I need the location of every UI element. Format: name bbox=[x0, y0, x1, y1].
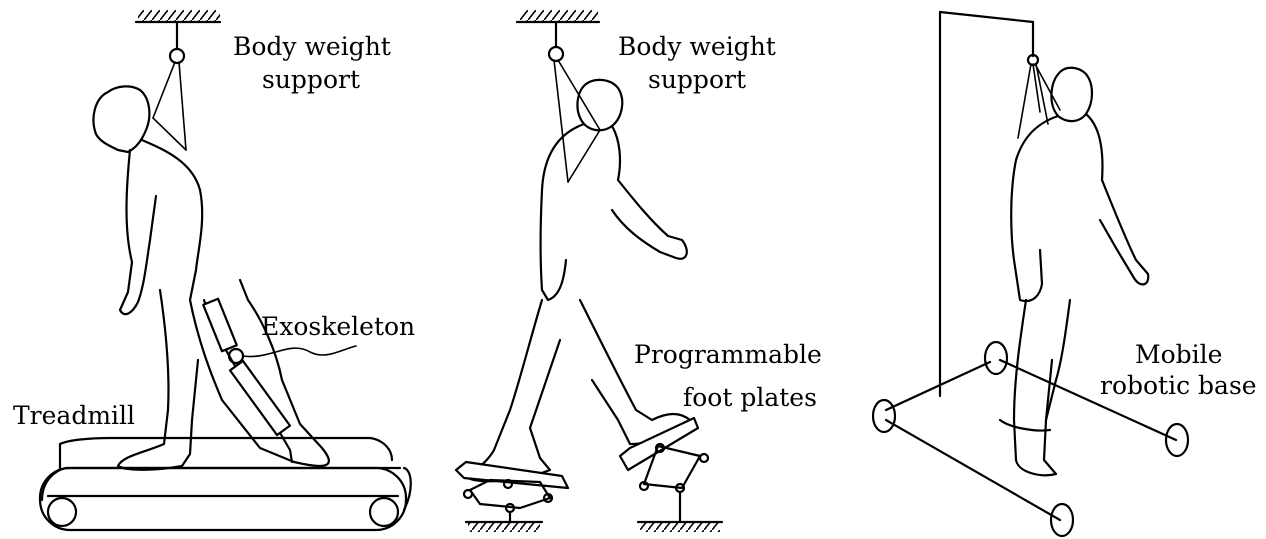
panel-foot-plates: Body weight support Programmable foot pl… bbox=[456, 10, 822, 532]
label-treadmill: Treadmill bbox=[13, 401, 135, 430]
human-figure bbox=[468, 80, 690, 481]
human-figure bbox=[1000, 68, 1148, 476]
label-exoskeleton: Exoskeleton bbox=[261, 312, 415, 341]
label-mobile: Mobile bbox=[1135, 340, 1222, 369]
label-body-weight-support-1-line2: support bbox=[262, 65, 360, 94]
label-foot-plates: foot plates bbox=[683, 383, 817, 412]
panel-mobile-base: Mobile robotic base bbox=[873, 12, 1257, 536]
ceiling-mount bbox=[517, 10, 599, 61]
panel-treadmill-exoskeleton: Body weight support Exoskeleton Treadmil… bbox=[13, 10, 415, 530]
harness-cables bbox=[554, 60, 600, 182]
harness-cables bbox=[153, 62, 186, 150]
right-foot-plate bbox=[620, 418, 722, 532]
label-programmable: Programmable bbox=[634, 340, 822, 369]
label-body-weight-support-1: Body weight bbox=[233, 32, 391, 61]
label-body-weight-support-2-line2: support bbox=[648, 65, 746, 94]
mobile-frame bbox=[873, 12, 1188, 536]
treadmill bbox=[40, 438, 411, 530]
label-body-weight-support-2: Body weight bbox=[618, 32, 776, 61]
ceiling-mount bbox=[136, 10, 220, 63]
label-robotic-base: robotic base bbox=[1100, 371, 1257, 400]
left-foot-plate bbox=[456, 462, 568, 532]
